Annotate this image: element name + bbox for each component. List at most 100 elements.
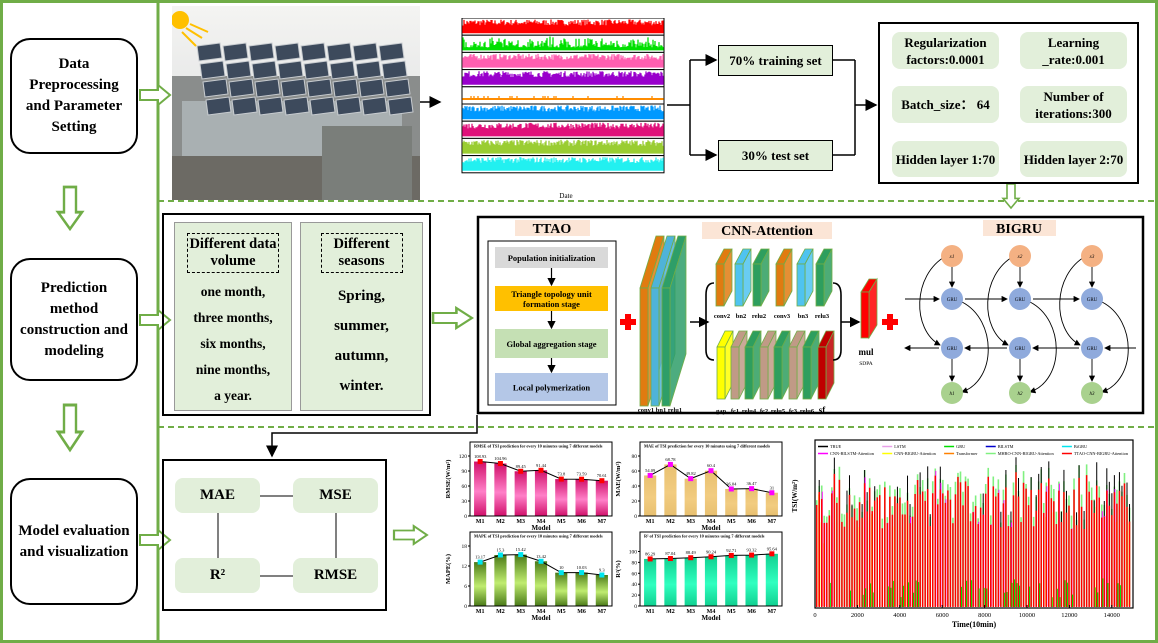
- x-tick-label: M5: [557, 609, 566, 615]
- skip-arrow: [1059, 255, 1087, 346]
- ttao-step-box: [495, 373, 608, 401]
- y-tick-label: 60: [632, 469, 638, 475]
- plus-icon: [620, 314, 636, 330]
- sun-icon: [172, 11, 189, 29]
- data-marker: [728, 552, 734, 558]
- x-tick-label: 10000: [1019, 612, 1035, 619]
- data-label: 89.45: [516, 464, 527, 469]
- stage-model-evaluation: Model evaluation and visualization: [10, 478, 138, 605]
- output-node: [1009, 382, 1031, 404]
- plus-icon: [882, 314, 898, 330]
- data-marker: [497, 461, 503, 467]
- solar-panel: [352, 42, 379, 62]
- data-marker: [579, 476, 585, 482]
- x-tick-label: M2: [666, 519, 675, 525]
- chart-title: MAPE of TSI prediction for every 10 minu…: [474, 534, 603, 539]
- timeseries-series: [462, 36, 664, 51]
- cnn-layer-gap: [716, 346, 726, 400]
- y-tick-label: 6: [464, 584, 467, 590]
- season-item: Spring,: [337, 288, 386, 304]
- season-item: summer,: [334, 318, 389, 334]
- x-tick-label: 0: [813, 612, 816, 619]
- data-marker: [708, 554, 714, 560]
- layer-label: gap: [716, 408, 727, 415]
- x-tick-label: M1: [476, 609, 485, 615]
- ttao-title: TTAO: [533, 222, 572, 237]
- data-marker: [558, 570, 564, 576]
- timeseries-series: [462, 105, 664, 120]
- solar-panel: [326, 42, 353, 62]
- seasons-title: Different seasons: [320, 233, 403, 273]
- x-tick-label: M7: [598, 609, 607, 615]
- data-label: 15.3: [496, 548, 505, 553]
- data-marker: [749, 552, 755, 558]
- gru-cell: [1009, 337, 1031, 359]
- data-marker: [688, 555, 694, 561]
- bar: [664, 464, 677, 516]
- bar: [704, 470, 718, 516]
- gru-cell: [941, 337, 963, 359]
- bar: [765, 553, 778, 606]
- bar: [514, 471, 527, 516]
- legend-bg: [1060, 450, 1129, 457]
- x-tick-label: 14000: [1104, 612, 1120, 619]
- cnn-title-bg: [702, 222, 832, 239]
- timeseries-series: [462, 53, 664, 68]
- solar-panel: [231, 96, 258, 116]
- solar-panel: [196, 42, 223, 62]
- data-label: 93.32: [747, 548, 757, 553]
- timeseries-xlabel: Date: [559, 192, 572, 200]
- cnn-layer-bn3: [796, 263, 806, 307]
- legend-label: TRUE: [830, 444, 842, 449]
- data-label: 10: [559, 565, 564, 570]
- bar: [595, 575, 608, 606]
- timeseries-series: [462, 71, 664, 85]
- bar: [684, 557, 697, 606]
- legend-label: MHRO-CNN-BIGRU-Attention: [998, 451, 1055, 456]
- data-label: 90.24: [706, 549, 717, 554]
- data-marker: [579, 570, 585, 576]
- data-label: 108.93: [474, 454, 487, 459]
- layer-label: relu4: [742, 408, 757, 415]
- gru-label: GRU: [947, 347, 958, 352]
- layer-label: bn3: [798, 313, 809, 320]
- plot-frame: [639, 531, 783, 607]
- bar: [534, 561, 548, 606]
- bar: [664, 558, 677, 606]
- x-tick-label: M5: [727, 519, 736, 525]
- x-tick-label: M3: [686, 519, 695, 525]
- solar-panel: [283, 96, 310, 116]
- param-learning-rate: Learning _rate:0.001: [1020, 32, 1127, 69]
- plot-frame: [469, 531, 613, 607]
- x-axis-label: Time(10min): [952, 620, 997, 629]
- legend-label: TTAO-CNN-BIGRU-Attention: [1074, 451, 1129, 456]
- solar-panel: [199, 60, 226, 80]
- param-regularization: Regularization factors:0.0001: [892, 32, 999, 69]
- metrics-box: [162, 459, 387, 611]
- x-tick-label: M7: [598, 519, 607, 525]
- y-tick-label: 40: [632, 484, 638, 490]
- chart-title: RMSE of TSI prediction for every 10 minu…: [474, 444, 603, 449]
- x-tick-label: M3: [516, 519, 525, 525]
- solar-panel: [306, 78, 333, 98]
- y-tick-label: 30: [462, 499, 468, 505]
- plot-frame: [639, 441, 783, 517]
- gru-label: GRU: [1015, 347, 1026, 352]
- x-tick-label: 2000: [851, 612, 864, 619]
- data-label: 49.82: [686, 471, 696, 476]
- layer-label: fc3: [789, 408, 798, 415]
- legend-bg: [817, 443, 875, 450]
- x-tick-label: M4: [537, 519, 546, 525]
- data-label: 36.04: [726, 481, 737, 486]
- metric-mae: MAE: [175, 478, 260, 513]
- solar-panel: [248, 42, 275, 62]
- legend-bg: [881, 450, 937, 457]
- solar-station-photo: [172, 6, 420, 200]
- timeseries-series: [462, 157, 664, 171]
- ttao-step-label: Global aggregation stage: [506, 339, 596, 349]
- y-tick-label: 120: [459, 454, 468, 460]
- legend-bg: [1060, 443, 1129, 450]
